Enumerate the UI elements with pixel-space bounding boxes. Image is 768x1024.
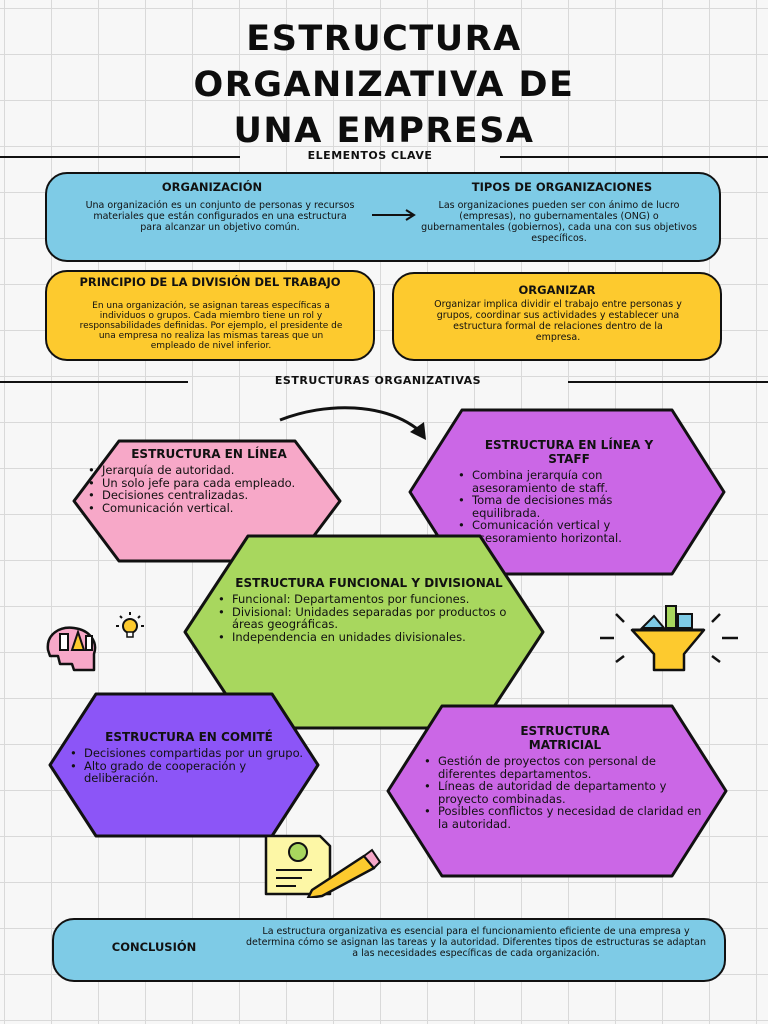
comite-list: Decisiones compartidas por un grupo. Alt… <box>66 747 312 785</box>
list-item: Líneas de autoridad de departamento y pr… <box>420 780 710 805</box>
document-pencil-icon <box>264 834 382 898</box>
list-item: Comunicación vertical. <box>84 501 334 515</box>
list-item: Comunicación vertical y asesoramiento ho… <box>454 519 684 544</box>
staff-heading: ESTRUCTURA EN LÍNEA Y STAFF <box>484 438 654 466</box>
list-item: Un solo jefe para cada empleado. <box>84 476 334 490</box>
hex-matricial: ESTRUCTURA MATRICIAL Gestión de proyecto… <box>384 702 730 880</box>
matricial-heading: ESTRUCTURA MATRICIAL <box>520 724 610 752</box>
title-line-3: UNA EMPRESA <box>233 111 535 151</box>
principio-text: En una organización, se asignan tareas e… <box>79 301 343 351</box>
linea-heading: ESTRUCTURA EN LÍNEA <box>131 447 287 461</box>
funnel-icon <box>600 605 738 672</box>
list-item: Toma de decisiones más equilibrada. <box>454 494 684 519</box>
section-label-elementos: ELEMENTOS CLAVE <box>307 149 433 162</box>
hex-staff: ESTRUCTURA EN LÍNEA Y STAFF Combina jera… <box>404 404 730 580</box>
linea-list: Jerarquía de autoridad. Un solo jefe par… <box>84 464 334 514</box>
organizar-heading: ORGANIZAR <box>518 283 596 297</box>
divider-left-1 <box>0 156 240 158</box>
lightbulb-icon <box>116 612 144 638</box>
hex-linea: ESTRUCTURA EN LÍNEA Jerarquía de autorid… <box>64 437 350 565</box>
organizar-text: Organizar implica dividir el trabajo ent… <box>434 299 682 343</box>
arrow-right-icon <box>372 209 416 221</box>
list-item: Combina jerarquía con asesoramiento de s… <box>454 469 684 494</box>
divider-right-2 <box>568 381 768 383</box>
tipos-heading: TIPOS DE ORGANIZACIONES <box>471 180 653 194</box>
organizacion-heading: ORGANIZACIÓN <box>161 180 263 194</box>
divider-right-1 <box>500 156 768 158</box>
organizacion-text: Una organización es un conjunto de perso… <box>85 200 355 233</box>
comite-heading: ESTRUCTURA EN COMITÉ <box>105 730 273 744</box>
list-item: Gestión de proyectos con personal de dif… <box>420 755 710 780</box>
matricial-list: Gestión de proyectos con personal de dif… <box>420 755 710 830</box>
funcional-heading: ESTRUCTURA FUNCIONAL Y DIVISIONAL <box>235 576 503 590</box>
head-idea-icon <box>46 626 97 672</box>
list-item: Decisiones compartidas por un grupo. <box>66 747 312 760</box>
conclusion-heading: CONCLUSIÓN <box>111 940 197 954</box>
list-item: Alto grado de cooperación y deliberación… <box>66 759 312 785</box>
title-line-2: ORGANIZATIVA DE <box>193 65 575 105</box>
staff-list: Combina jerarquía con asesoramiento de s… <box>454 469 684 544</box>
divider-left-2 <box>0 381 188 383</box>
principio-heading: PRINCIPIO DE LA DIVISIÓN DEL TRABAJO <box>79 275 341 289</box>
list-item: Decisiones centralizadas. <box>84 489 334 502</box>
list-item: Jerarquía de autoridad. <box>84 464 334 477</box>
organizacion-box: ORGANIZACIÓN Una organización es un conj… <box>45 172 721 262</box>
title-line-1: ESTRUCTURA <box>246 19 522 59</box>
principio-box: PRINCIPIO DE LA DIVISIÓN DEL TRABAJO En … <box>45 270 375 361</box>
funcional-list: Funcional: Departamentos por funciones. … <box>214 593 524 643</box>
section-label-estructuras: ESTRUCTURAS ORGANIZATIVAS <box>274 374 482 387</box>
conclusion-text: La estructura organizativa es esencial p… <box>246 926 706 959</box>
hex-comite: ESTRUCTURA EN COMITÉ Decisiones comparti… <box>46 690 322 840</box>
list-item: Independencia en unidades divisionales. <box>214 630 524 644</box>
tipos-text: Las organizaciones pueden ser con ánimo … <box>421 200 697 244</box>
list-item: Funcional: Departamentos por funciones. <box>214 593 524 606</box>
list-item: Posibles conflictos y necesidad de clari… <box>420 805 710 830</box>
organizar-box: ORGANIZAR Organizar implica dividir el t… <box>392 272 722 361</box>
list-item: Divisional: Unidades separadas por produ… <box>214 605 524 631</box>
page-title: ESTRUCTURA ORGANIZATIVA DE UNA EMPRESA <box>0 16 768 154</box>
curved-arrow-icon <box>279 406 426 440</box>
conclusion-box: CONCLUSIÓN La estructura organizativa es… <box>52 918 726 982</box>
